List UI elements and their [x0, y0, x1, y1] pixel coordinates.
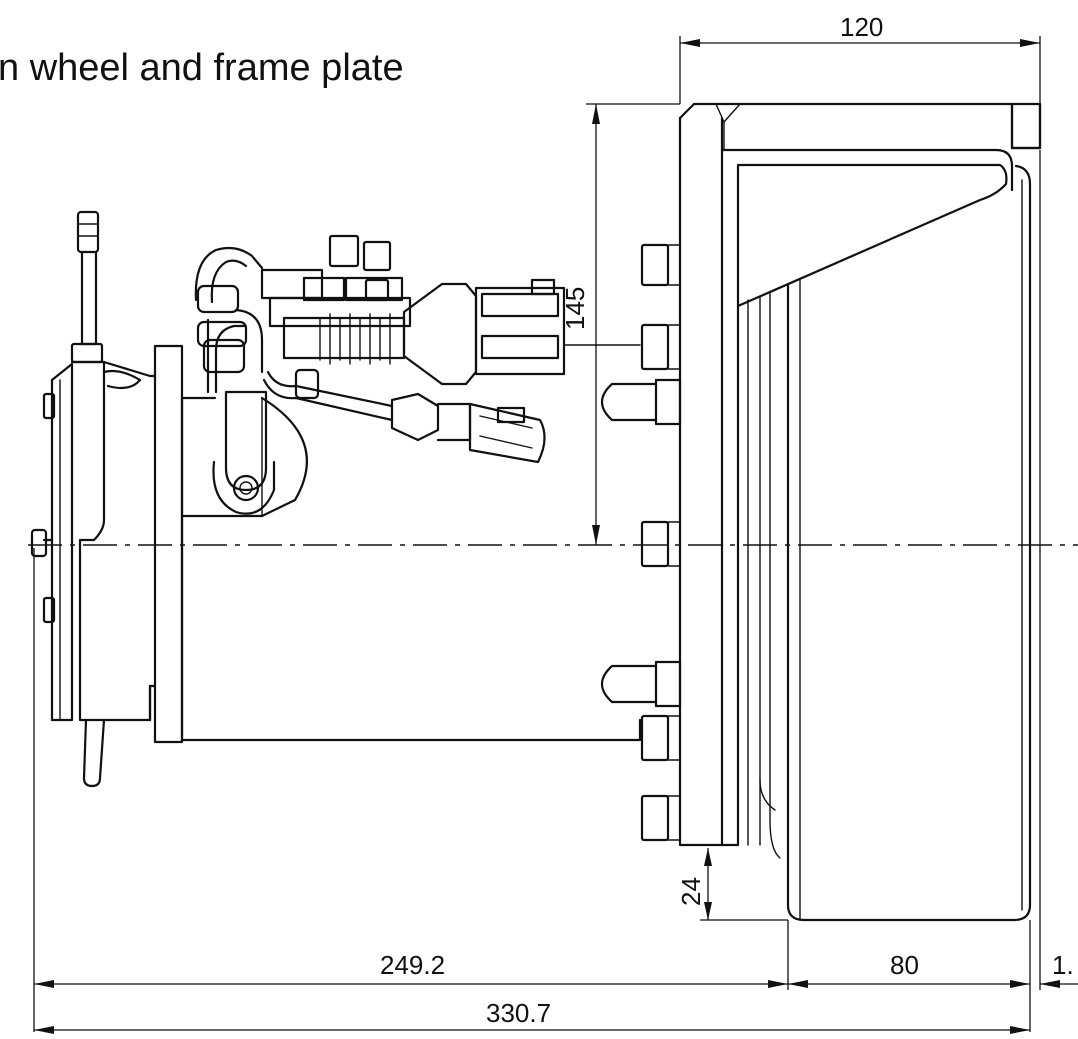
flange-bolts: [600, 243, 682, 842]
dim-label-right-offset: 1.: [1052, 950, 1074, 980]
wheel-assembly: [678, 102, 1042, 922]
dim-label-top-width: 120: [840, 12, 883, 42]
dim-label-height-right: 145: [560, 287, 590, 330]
dim-label-flange-offset: 24: [676, 877, 706, 906]
dimension-row-main: [33, 150, 1078, 1032]
dim-label-length-main: 249.2: [380, 950, 445, 980]
brake-assembly: [30, 210, 157, 788]
drawing-title: n wheel and frame plate: [0, 47, 404, 89]
cable-bundle: [194, 234, 641, 464]
dimension-overall-length: [34, 1026, 1030, 1034]
motor-body: [153, 344, 642, 744]
dimension-top-width: [679, 36, 1041, 104]
dimension-height-right: [586, 103, 680, 545]
dim-label-overall-length: 330.7: [486, 998, 551, 1028]
dim-label-wheel-width: 80: [890, 950, 919, 980]
encoder-connector: [206, 318, 276, 515]
dimension-flange-offset: [700, 848, 788, 921]
